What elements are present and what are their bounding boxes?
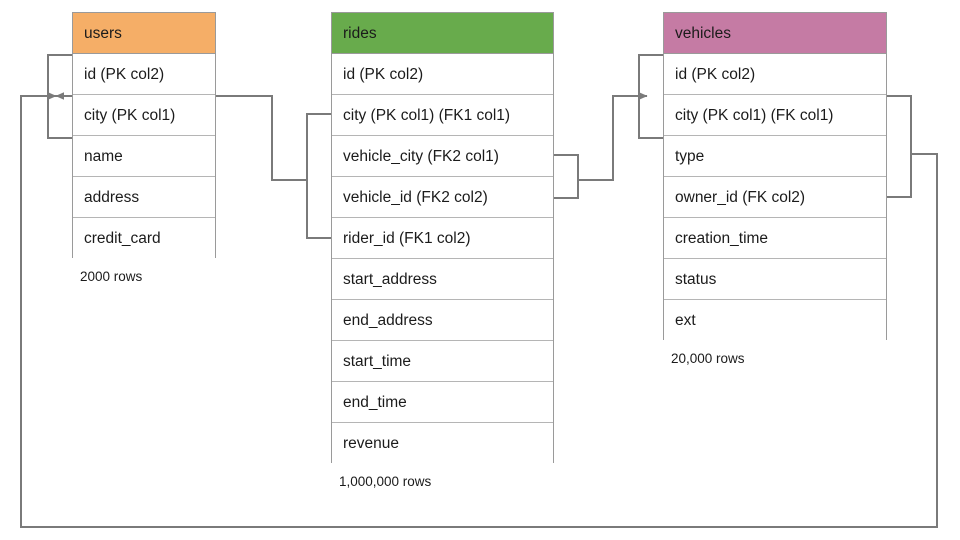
table-row[interactable]: address: [73, 177, 215, 218]
table-row[interactable]: rider_id (FK1 col2): [332, 218, 553, 259]
table-rides-row-count: 1,000,000 rows: [339, 474, 432, 489]
connector-users-bracket: [47, 54, 72, 139]
connector-fk2-rides-vehicles: [554, 54, 663, 199]
table-users-header: users: [73, 13, 215, 54]
table-row[interactable]: creation_time: [664, 218, 886, 259]
table-vehicles-row-count: 20,000 rows: [671, 351, 745, 366]
table-row[interactable]: vehicle_id (FK2 col2): [332, 177, 553, 218]
table-row[interactable]: ext: [664, 300, 886, 341]
table-row[interactable]: owner_id (FK col2): [664, 177, 886, 218]
table-users-row-count: 2000 rows: [80, 269, 143, 284]
table-row[interactable]: type: [664, 136, 886, 177]
table-row[interactable]: city (PK col1) (FK col1): [664, 95, 886, 136]
table-row[interactable]: id (PK col2): [73, 54, 215, 95]
table-row[interactable]: start_address: [332, 259, 553, 300]
table-row[interactable]: end_address: [332, 300, 553, 341]
table-row[interactable]: id (PK col2): [332, 54, 553, 95]
table-rides-header: rides: [332, 13, 553, 54]
table-row[interactable]: city (PK col1): [73, 95, 215, 136]
table-row[interactable]: name: [73, 136, 215, 177]
table-vehicles-header: vehicles: [664, 13, 886, 54]
table-row[interactable]: end_time: [332, 382, 553, 423]
table-row[interactable]: credit_card: [73, 218, 215, 259]
table-row[interactable]: city (PK col1) (FK1 col1): [332, 95, 553, 136]
table-row[interactable]: revenue: [332, 423, 553, 464]
table-row[interactable]: id (PK col2): [664, 54, 886, 95]
table-row[interactable]: status: [664, 259, 886, 300]
table-row[interactable]: start_time: [332, 341, 553, 382]
table-row[interactable]: vehicle_city (FK2 col1): [332, 136, 553, 177]
